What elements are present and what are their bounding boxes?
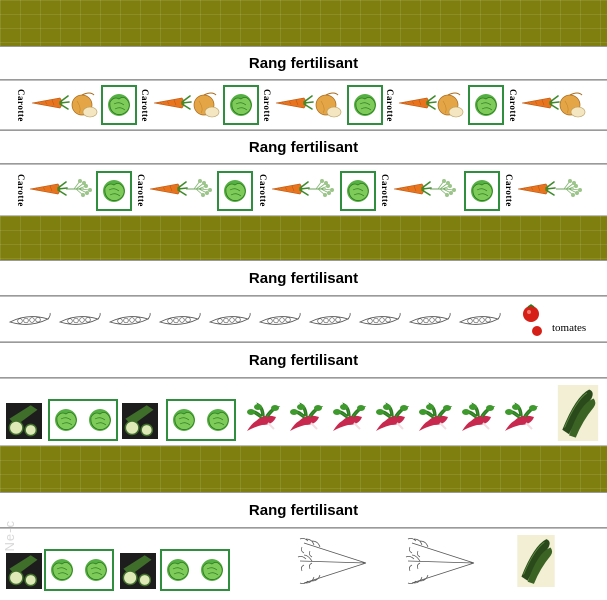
row-label-2: Rang fertilisant [0, 130, 607, 164]
radish-icon [414, 401, 454, 435]
lettuce-icon [47, 555, 77, 585]
tomato-icon [520, 301, 550, 339]
carrot-icon [28, 179, 68, 199]
lettuce-icon [467, 176, 497, 206]
path-band-middle [0, 216, 607, 260]
lettuce-frame [101, 85, 137, 125]
onion-icon [70, 89, 100, 119]
radish-icon [371, 401, 411, 435]
onion-icon [192, 89, 222, 119]
row-label-1: Rang fertilisant [0, 46, 607, 80]
zucchini-icon [516, 535, 556, 587]
lettuce-icon [343, 176, 373, 206]
carrot-word: Carotte [262, 89, 272, 122]
pea-pod-icon [258, 311, 302, 331]
carrot-word: Carotte [380, 174, 390, 207]
lettuce-icon [104, 90, 134, 120]
pea-pod-icon [358, 311, 402, 331]
row-label-5: Rang fertilisant [0, 492, 607, 528]
pea-pod-icon [408, 311, 452, 331]
cucumber-slice-icon [6, 403, 42, 439]
carrot-word: Carotte [16, 89, 26, 122]
row-label-3: Rang fertilisant [0, 260, 607, 296]
radish-icon [242, 401, 282, 435]
carrot-word: Carotte [136, 174, 146, 207]
fennel-icon [400, 533, 484, 589]
radish-icon [457, 401, 497, 435]
planting-row-3: tomates [0, 296, 607, 342]
lettuce-icon [51, 405, 81, 435]
dill-icon [306, 177, 340, 199]
carrot-word: Carotte [16, 174, 26, 207]
pea-pod-icon [58, 311, 102, 331]
pea-pod-icon [158, 311, 202, 331]
dill-icon [428, 177, 462, 199]
carrot-icon [270, 179, 310, 199]
radish-icon [285, 401, 325, 435]
dill-icon [554, 177, 588, 199]
fennel-icon [292, 533, 376, 589]
lettuce-icon [471, 90, 501, 120]
carrot-word: Carotte [258, 174, 268, 207]
pea-pod-icon [8, 311, 52, 331]
watermark: Ne-c [2, 520, 17, 552]
zucchini-icon [556, 385, 600, 441]
pea-pod-icon [308, 311, 352, 331]
cucumber-slice-icon [6, 553, 42, 589]
path-band-lower [0, 446, 607, 492]
radish-icon [328, 401, 368, 435]
onion-icon [558, 89, 588, 119]
onion-icon [314, 89, 344, 119]
carrot-icon [516, 179, 556, 199]
cucumber-slice-icon [122, 403, 158, 439]
planting-row-2: Carotte Carotte Carotte Carotte Carotte [0, 164, 607, 216]
cucumber-slice-icon [120, 553, 156, 589]
lettuce-frame [464, 171, 500, 211]
carrot-icon [520, 93, 560, 113]
planting-row-5 [0, 528, 607, 600]
radish-icon [500, 401, 540, 435]
carrot-icon [397, 93, 437, 113]
lettuce-icon [203, 405, 233, 435]
pea-pod-icon [208, 311, 252, 331]
onion-icon [436, 89, 466, 119]
carrot-icon [392, 179, 432, 199]
carrot-word: Carotte [140, 89, 150, 122]
carrot-icon [30, 93, 70, 113]
carrot-word: Carotte [504, 174, 514, 207]
lettuce-icon [81, 555, 111, 585]
row-label-4: Rang fertilisant [0, 342, 607, 378]
lettuce-icon [99, 176, 129, 206]
carrot-word: Carotte [385, 89, 395, 122]
lettuce-icon [163, 555, 193, 585]
lettuce-icon [197, 555, 227, 585]
carrot-icon [148, 179, 188, 199]
carrot-word: Carotte [508, 89, 518, 122]
carrot-icon [274, 93, 314, 113]
dill-icon [184, 177, 218, 199]
pea-pod-icon [108, 311, 152, 331]
lettuce-icon [169, 405, 199, 435]
pea-pod-icon [458, 311, 502, 331]
planting-row-4 [0, 378, 607, 446]
carrot-icon [152, 93, 192, 113]
lettuce-icon [226, 90, 256, 120]
lettuce-icon [350, 90, 380, 120]
lettuce-icon [85, 405, 115, 435]
path-band-top [0, 0, 607, 46]
planting-row-1: Carotte Carotte Carotte Carotte Carotte [0, 80, 607, 130]
lettuce-icon [220, 176, 250, 206]
tomato-label: tomates [552, 322, 587, 334]
dill-icon [64, 177, 98, 199]
